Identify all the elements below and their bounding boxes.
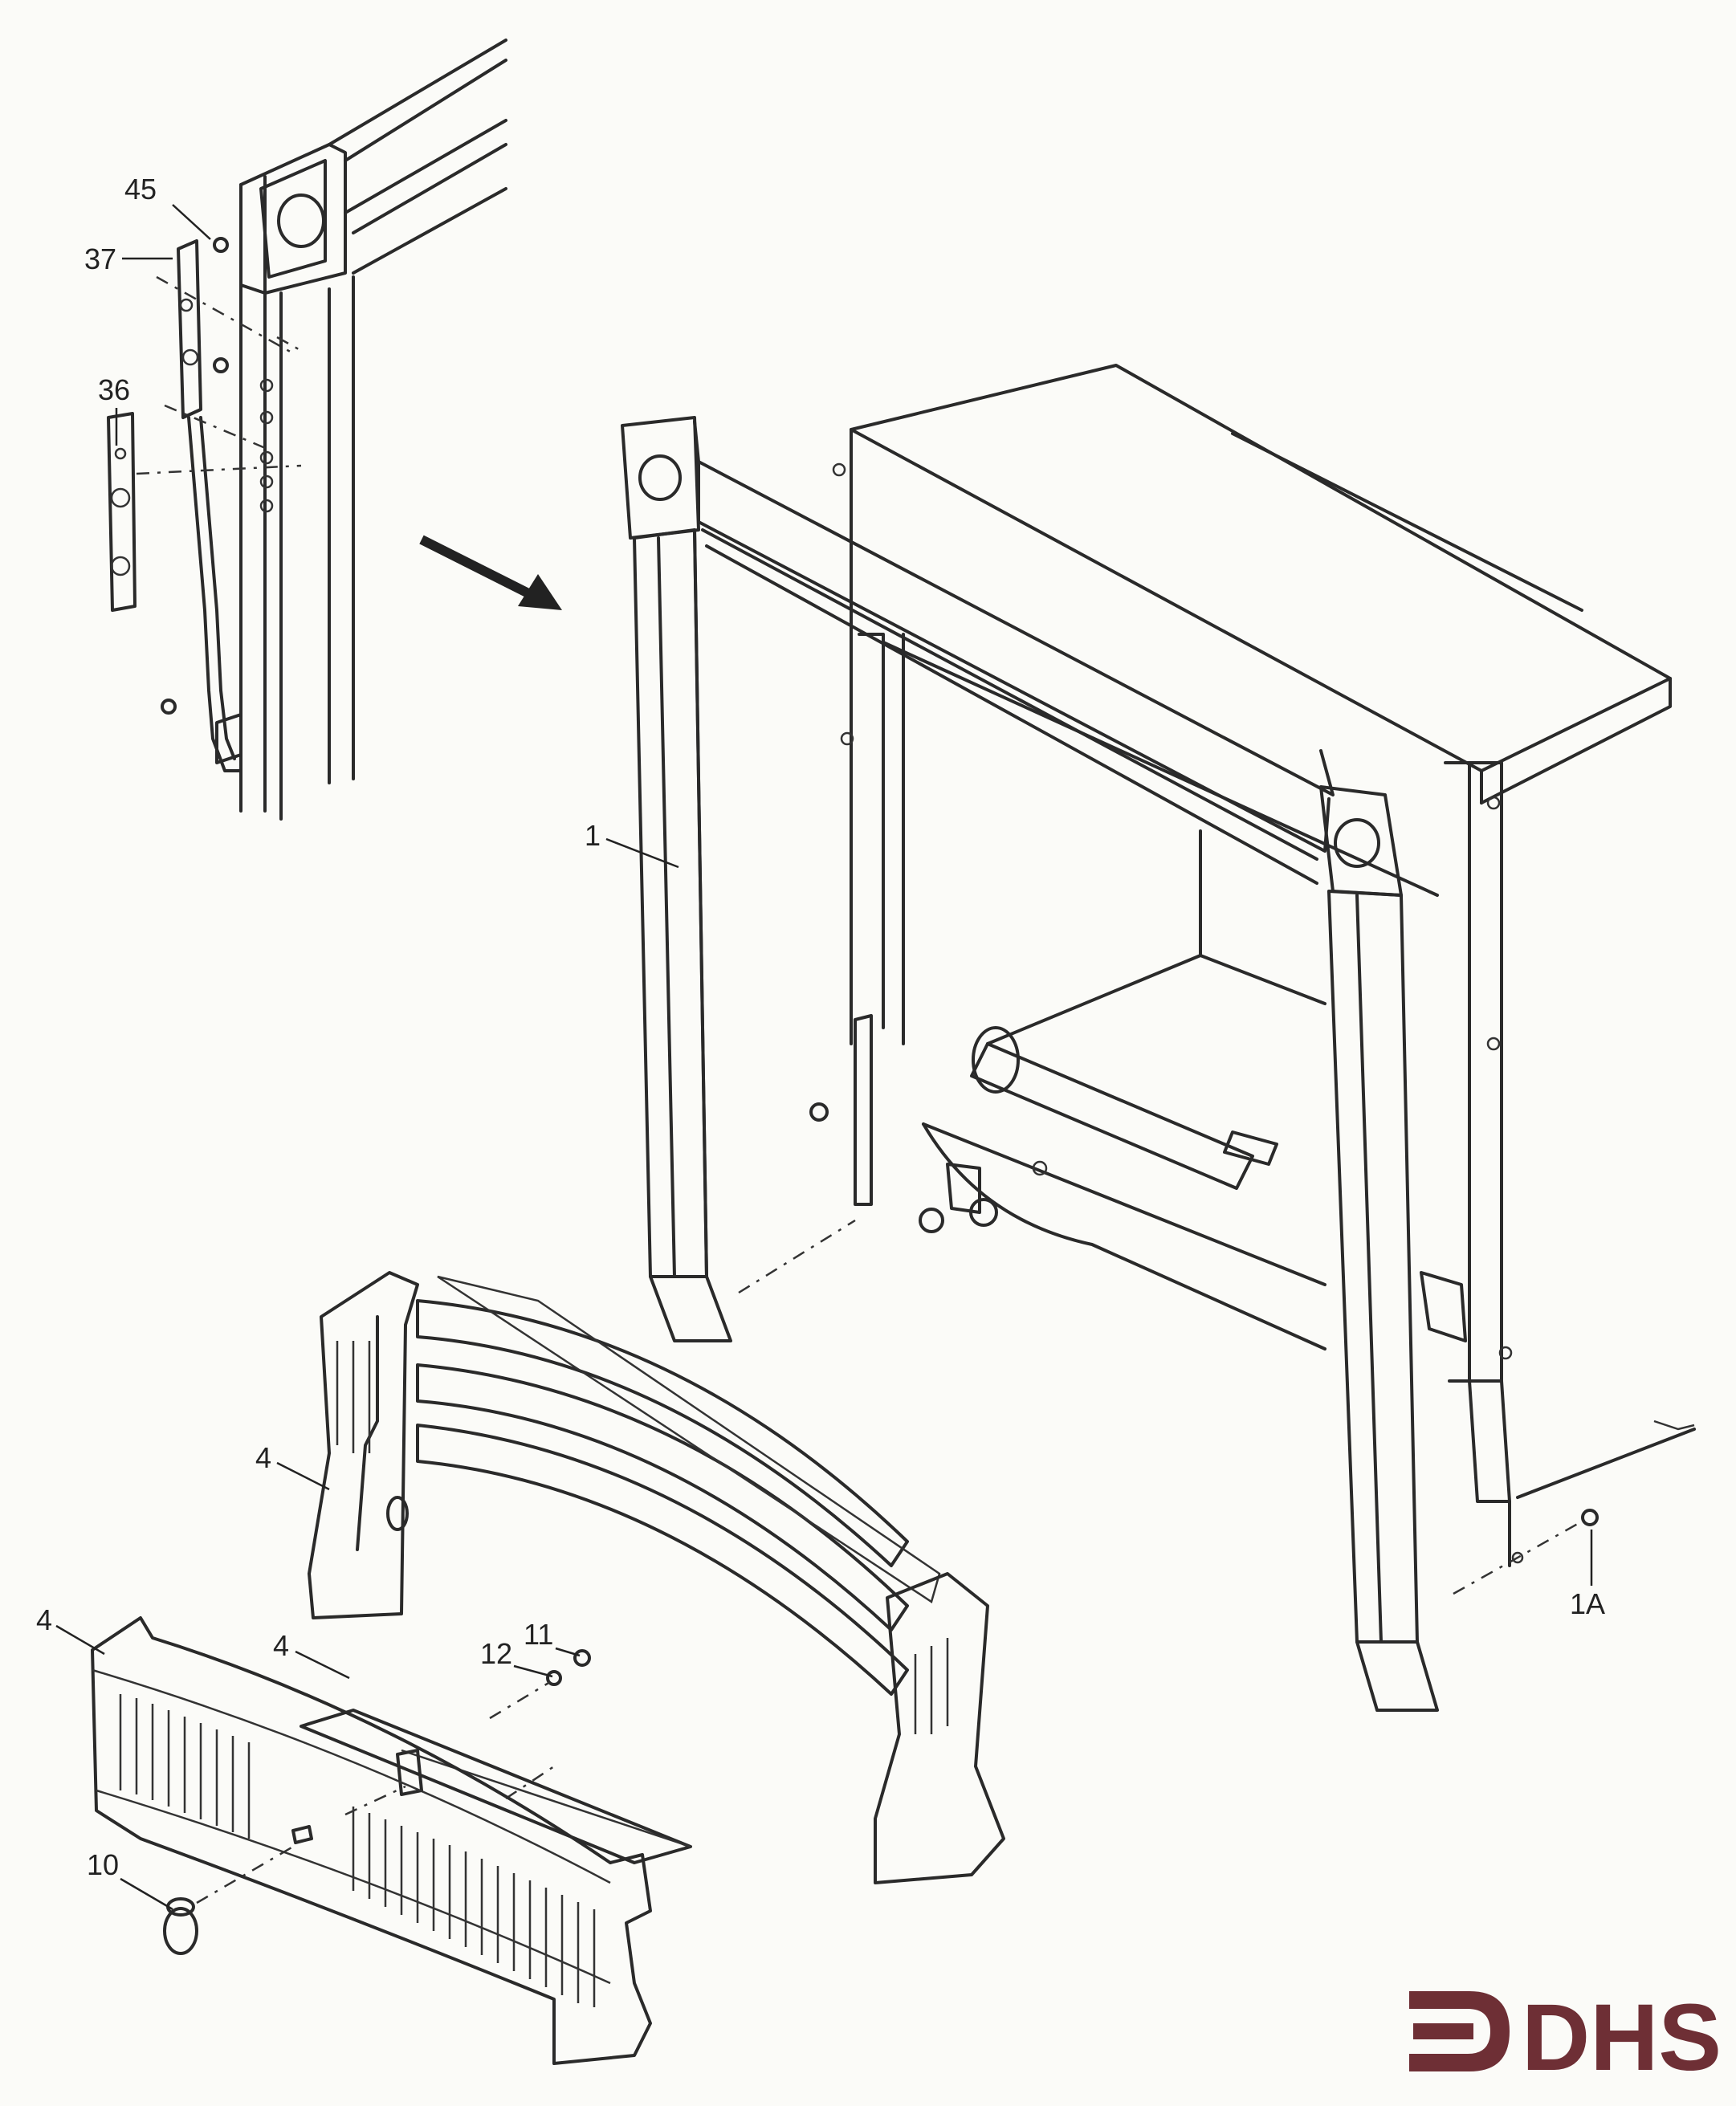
svg-text:36: 36	[98, 373, 130, 406]
callout-45: 45	[124, 173, 211, 240]
dhs-logo-mark-icon	[1409, 1991, 1510, 2071]
switch-bracket-assembly	[107, 237, 302, 772]
dhs-logo: DHS	[1409, 1985, 1722, 2091]
direction-arrow-icon	[419, 535, 562, 610]
svg-text:11: 11	[524, 1618, 553, 1651]
callout-10: 10	[87, 1848, 173, 1911]
callout-11: 11	[524, 1618, 581, 1657]
svg-text:37: 37	[84, 242, 116, 275]
callout-4-fret-left: 4	[255, 1441, 330, 1491]
fire-casing	[832, 364, 1696, 1567]
callout-37: 37	[84, 242, 173, 275]
svg-text:4: 4	[255, 1441, 271, 1474]
fret-vent-slots	[119, 1694, 596, 2007]
ashpan-lip	[300, 1709, 692, 1864]
front-fret-panel	[91, 1616, 652, 2065]
frame-corner-detail	[239, 39, 507, 821]
callout-4-ashpan-lip: 4	[273, 1629, 350, 1680]
svg-text:12: 12	[480, 1637, 512, 1670]
svg-text:4: 4	[273, 1629, 289, 1662]
front-frame	[621, 416, 1439, 1712]
callout-1: 1	[585, 819, 679, 869]
svg-text:1: 1	[585, 819, 601, 852]
handle-knob-icon	[163, 1845, 294, 1955]
callout-4-front-panel: 4	[36, 1603, 105, 1656]
svg-text:4: 4	[36, 1603, 52, 1636]
callout-12: 12	[480, 1637, 553, 1678]
fret-assembly	[308, 1271, 1005, 1884]
svg-text:45: 45	[124, 173, 157, 206]
firebox-interior	[809, 633, 1467, 1350]
svg-text:10: 10	[87, 1848, 119, 1881]
fixing-screws	[489, 1219, 1599, 1720]
svg-text:1A: 1A	[1570, 1587, 1605, 1620]
svg-text:DHS: DHS	[1522, 1985, 1722, 2091]
callout-1A: 1A	[1570, 1530, 1605, 1620]
callout-36: 36	[98, 373, 130, 446]
